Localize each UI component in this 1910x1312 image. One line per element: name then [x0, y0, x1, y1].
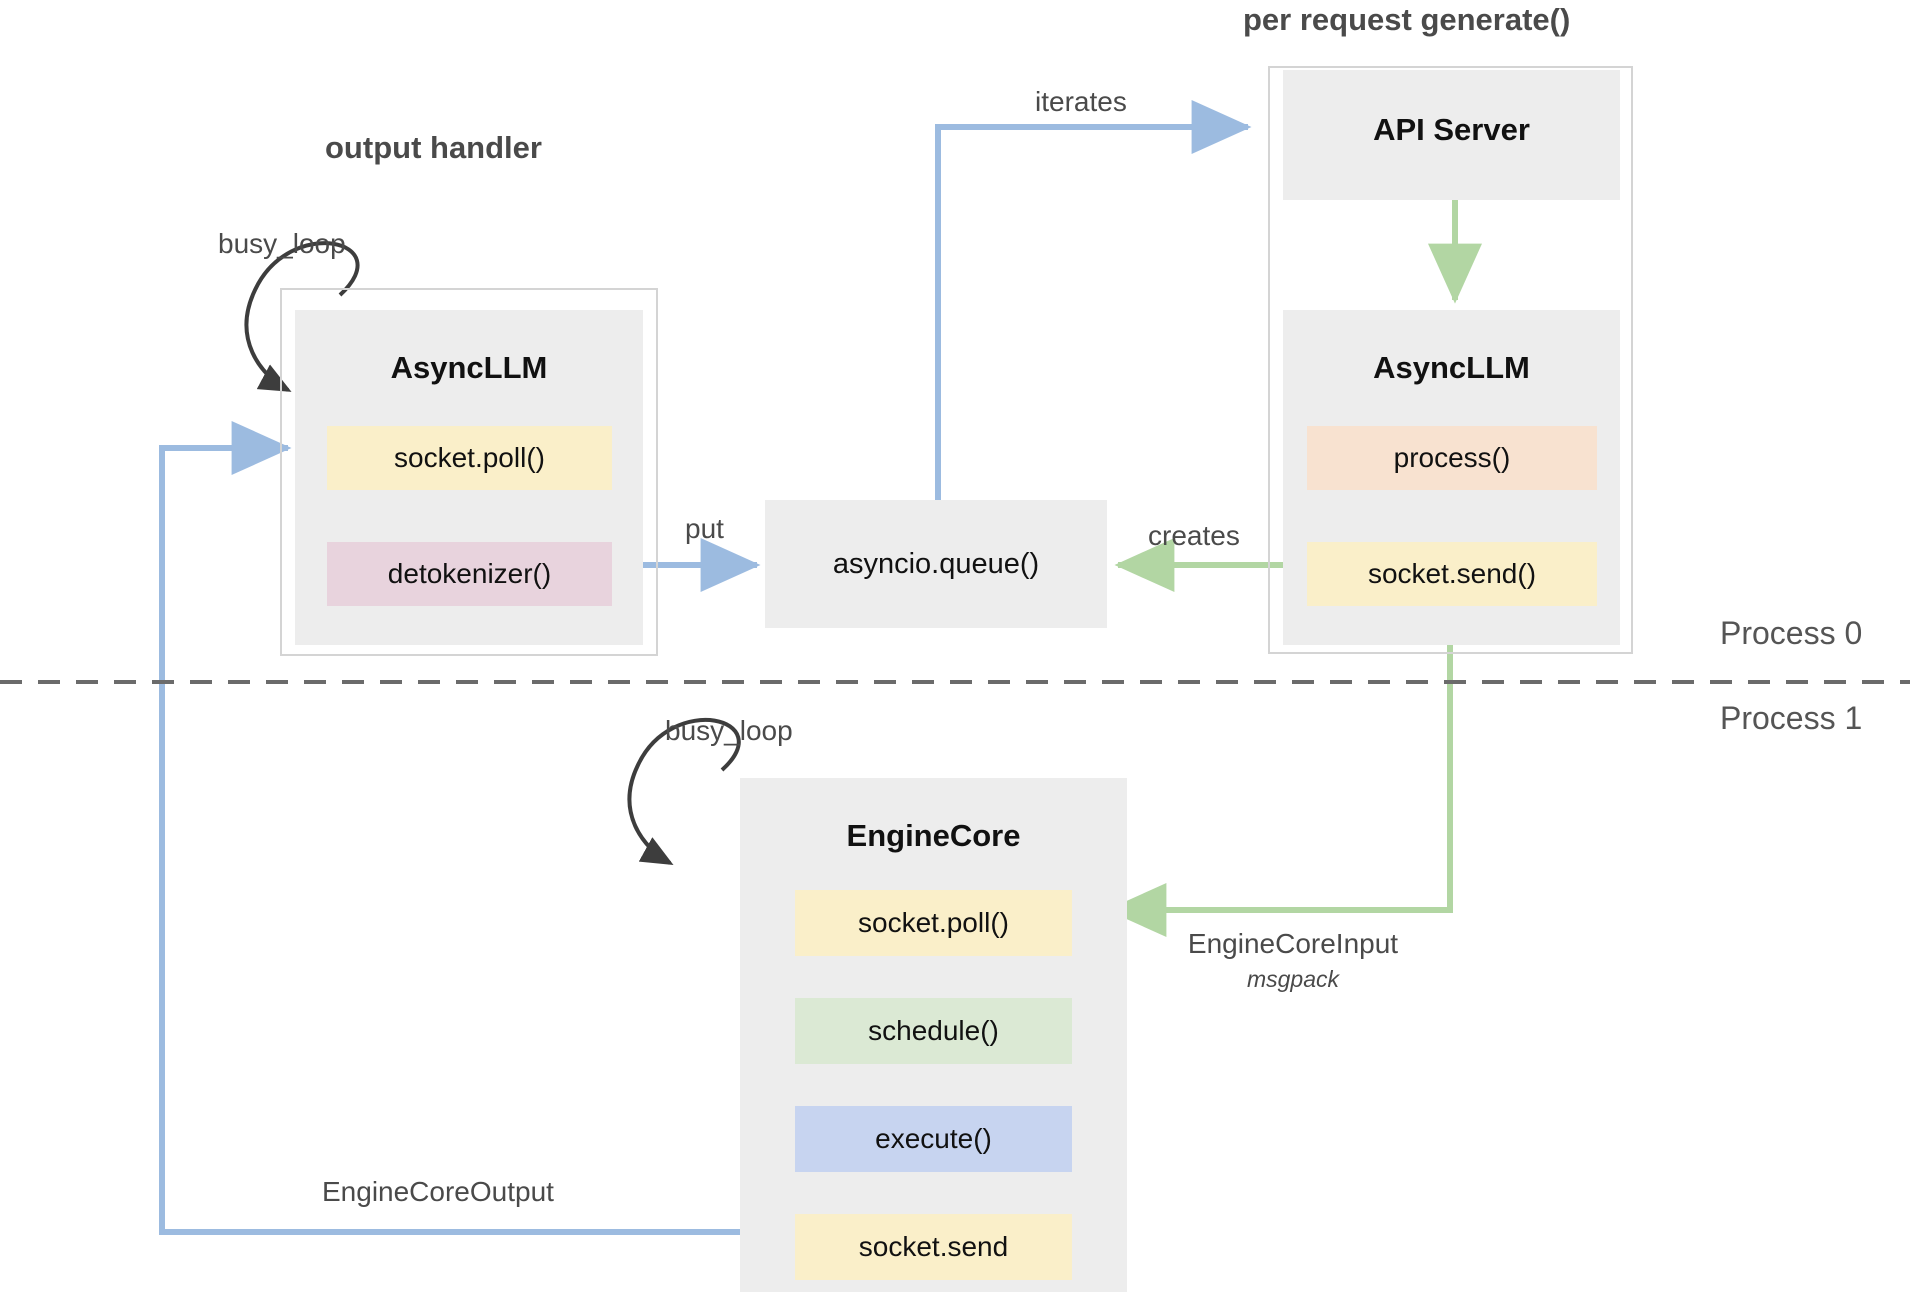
busy-loop-label-asyncllm: busy_loop [218, 228, 346, 259]
chip-socket-send-per-request[interactable]: socket.send() [1307, 542, 1597, 606]
chip-socket-poll-enginecore[interactable]: socket.poll() [795, 890, 1072, 956]
asyncllm-per-request-title: AsyncLLM [1373, 350, 1530, 385]
chip-execute[interactable]: execute() [795, 1106, 1072, 1172]
per-request-outer-box [1268, 66, 1633, 654]
asyncio-queue-box[interactable]: asyncio.queue() [765, 500, 1107, 628]
process-0-label: Process 0 [1720, 615, 1863, 651]
enginecore-box: EngineCore socket.poll() schedule() exec… [740, 778, 1127, 1292]
put-label: put [685, 513, 724, 544]
chip-label: schedule() [868, 1015, 999, 1046]
chip-socket-send-enginecore[interactable]: socket.send [795, 1214, 1072, 1280]
chip-label: process() [1393, 442, 1511, 473]
chip-schedule[interactable]: schedule() [795, 998, 1072, 1064]
enginecoreinput-label: EngineCoreInput [1187, 928, 1399, 959]
iterates-label: iterates [1035, 86, 1127, 117]
busy-loop-label-enginecore: busy_loop [665, 715, 793, 746]
asyncllm-output-handler-title: AsyncLLM [390, 350, 548, 385]
asyncllm-per-request-box: AsyncLLM process() socket.send() [1283, 310, 1620, 645]
chip-label: detokenizer() [387, 558, 552, 589]
per-request-title: per request generate() [1243, 2, 1571, 37]
process-1-label: Process 1 [1720, 700, 1863, 736]
chip-label: socket.send() [1367, 558, 1537, 589]
chip-label: socket.send [858, 1231, 1009, 1262]
asyncio-queue-label: asyncio.queue() [832, 547, 1040, 580]
output-handler-outer-box [280, 288, 658, 656]
chip-label: socket.poll() [858, 907, 1009, 938]
chip-label: socket.poll() [394, 442, 545, 473]
api-server-title: API Server [1373, 112, 1530, 147]
creates-label: creates [1148, 520, 1240, 551]
enginecore-title: EngineCore [846, 818, 1021, 853]
api-server-box[interactable]: API Server [1283, 70, 1620, 200]
output-handler-title: output handler [325, 130, 542, 165]
chip-label: execute() [875, 1123, 992, 1154]
chip-process[interactable]: process() [1307, 426, 1597, 490]
chip-detokenizer[interactable]: detokenizer() [327, 542, 612, 606]
iterates-arrow [935, 100, 1252, 500]
enginecoreoutput-label: EngineCoreOutput [322, 1176, 554, 1207]
enginecoreinput-sublabel: msgpack [1246, 966, 1340, 992]
asyncllm-output-handler-box: AsyncLLM socket.poll() detokenizer() [295, 310, 643, 645]
chip-socket-poll-output-handler[interactable]: socket.poll() [327, 426, 612, 490]
